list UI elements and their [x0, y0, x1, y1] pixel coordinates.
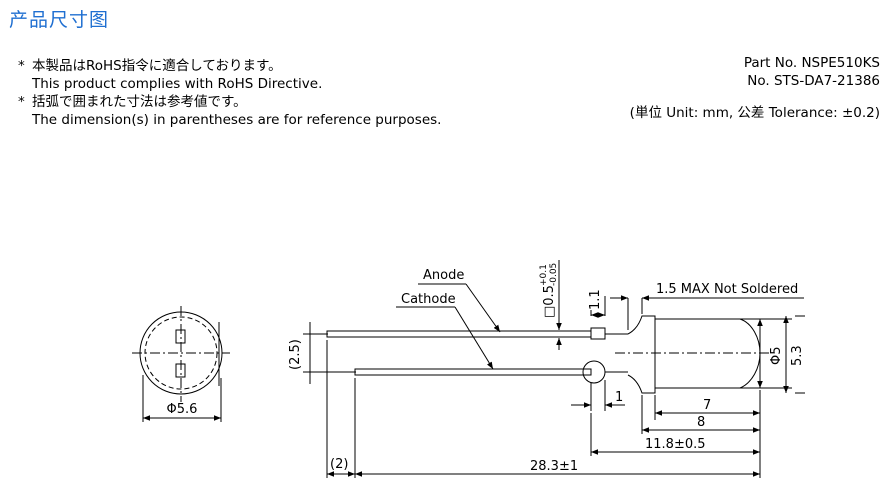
- note-reference-jp: 括弧で囲まれた寸法は参考値です。: [32, 94, 247, 110]
- note-row: *本製品はRoHS指令に適合しております。: [18, 58, 282, 74]
- lead-pitch-label: (2.5): [288, 339, 303, 370]
- led-flange: [627, 315, 656, 394]
- note-row: *括弧で囲まれた寸法は参考値です。: [18, 94, 247, 110]
- notes-block: *本製品はRoHS指令に適合しております。 This product compl…: [18, 57, 441, 129]
- note-reference-en: The dimension(s) in parentheses are for …: [32, 112, 442, 128]
- front-view-cathode-lead: [175, 363, 186, 378]
- body-diameter-label: Φ5: [769, 346, 784, 365]
- lead-tol-plus: +0.1: [539, 264, 549, 286]
- part-number: Part No. NSPE510KS: [743, 55, 880, 71]
- lead-square-label: □0.5: [542, 285, 557, 318]
- dim-11-8-label: 11.8±0.5: [645, 437, 706, 452]
- not-soldered-label: 1.5 MAX Not Soldered: [656, 282, 798, 297]
- cathode-lead: [354, 368, 592, 376]
- page-title: 产品尺寸图: [9, 9, 110, 31]
- stopper-dim-label: 1.1: [588, 289, 603, 310]
- height-label: 5.3: [790, 345, 805, 366]
- dim-8-label: 8: [697, 415, 705, 430]
- side-view: [303, 260, 805, 478]
- cathode-leader: [454, 306, 494, 370]
- note-row: This product complies with RoHS Directiv…: [18, 75, 441, 93]
- dim-1-label: 1: [615, 390, 623, 405]
- note-rohs-en: This product complies with RoHS Directiv…: [32, 76, 323, 92]
- flange-diameter-label: Φ5.6: [167, 402, 198, 417]
- document-number: No. STS-DA7-21386: [747, 73, 880, 89]
- front-view: [132, 306, 230, 422]
- anode-label: Anode: [423, 268, 464, 283]
- note-rohs-jp: 本製品はRoHS指令に適合しております。: [32, 58, 282, 74]
- units-tolerance-note: (単位 Unit: mm, 公差 Tolerance: ±0.2): [629, 105, 880, 121]
- anode-lead: [326, 330, 592, 338]
- front-view-anode-lead: [175, 329, 186, 344]
- part-info: Part No. NSPE510KS No. STS-DA7-21386: [744, 54, 880, 90]
- cathode-label: Cathode: [401, 292, 456, 307]
- dim-28-3-label: 28.3±1: [530, 459, 578, 474]
- stopper-anode: [590, 327, 606, 340]
- dim-7-label: 7: [703, 398, 711, 413]
- lead-tol-minus: -0.05: [549, 263, 559, 286]
- stopper-cathode-detail: [582, 360, 606, 384]
- dim-2-label: (2): [330, 457, 348, 472]
- note-row: The dimension(s) in parentheses are for …: [18, 111, 441, 129]
- anode-leader: [465, 283, 501, 333]
